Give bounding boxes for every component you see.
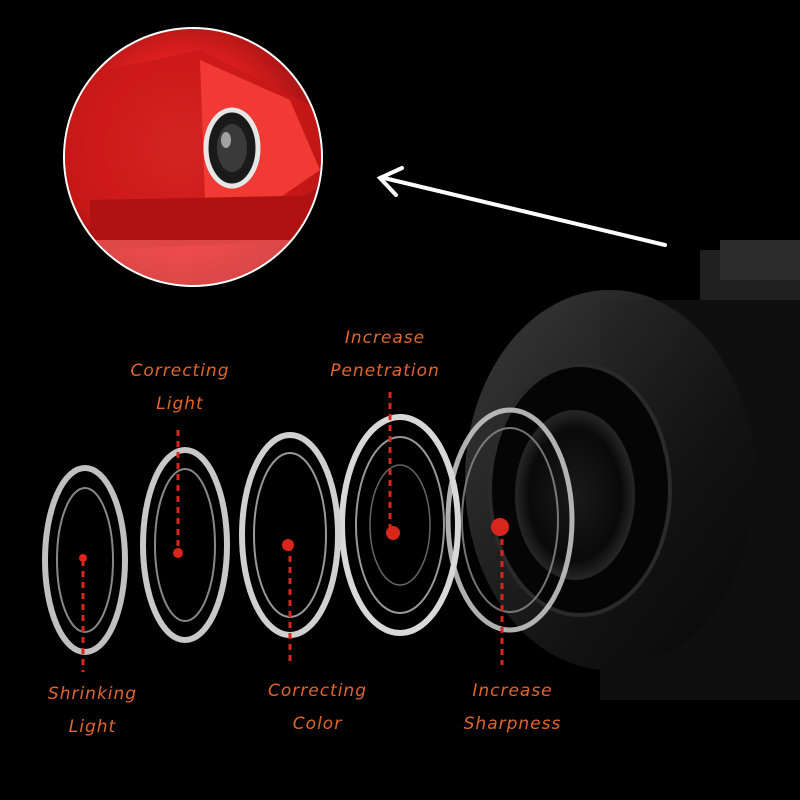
label-increase-sharpness: Increase Sharpness xyxy=(463,681,562,734)
lens-element-5 xyxy=(445,407,575,633)
leader-lines xyxy=(81,392,504,672)
camera-body xyxy=(465,240,800,700)
lens-element-2 xyxy=(140,447,230,643)
dot-increase-sharpness xyxy=(491,518,509,536)
dot-correcting-color xyxy=(282,539,294,551)
label-correcting-color: Correcting Color xyxy=(267,681,367,734)
label-correcting-light: Correcting Light xyxy=(130,361,230,414)
label-shrinking-light: Shrinking Light xyxy=(47,684,138,737)
label-increase-penetration: Increase Penetration xyxy=(330,328,440,381)
lens-element-4 xyxy=(339,414,461,636)
dot-correcting-light xyxy=(173,548,183,558)
dot-shrinking-light xyxy=(79,554,87,562)
dot-increase-penetration xyxy=(386,526,400,540)
leader-dots xyxy=(79,518,509,562)
camera-housing-inset xyxy=(63,27,323,287)
lens-element-1 xyxy=(42,465,128,655)
arrow-left-icon xyxy=(376,166,667,247)
